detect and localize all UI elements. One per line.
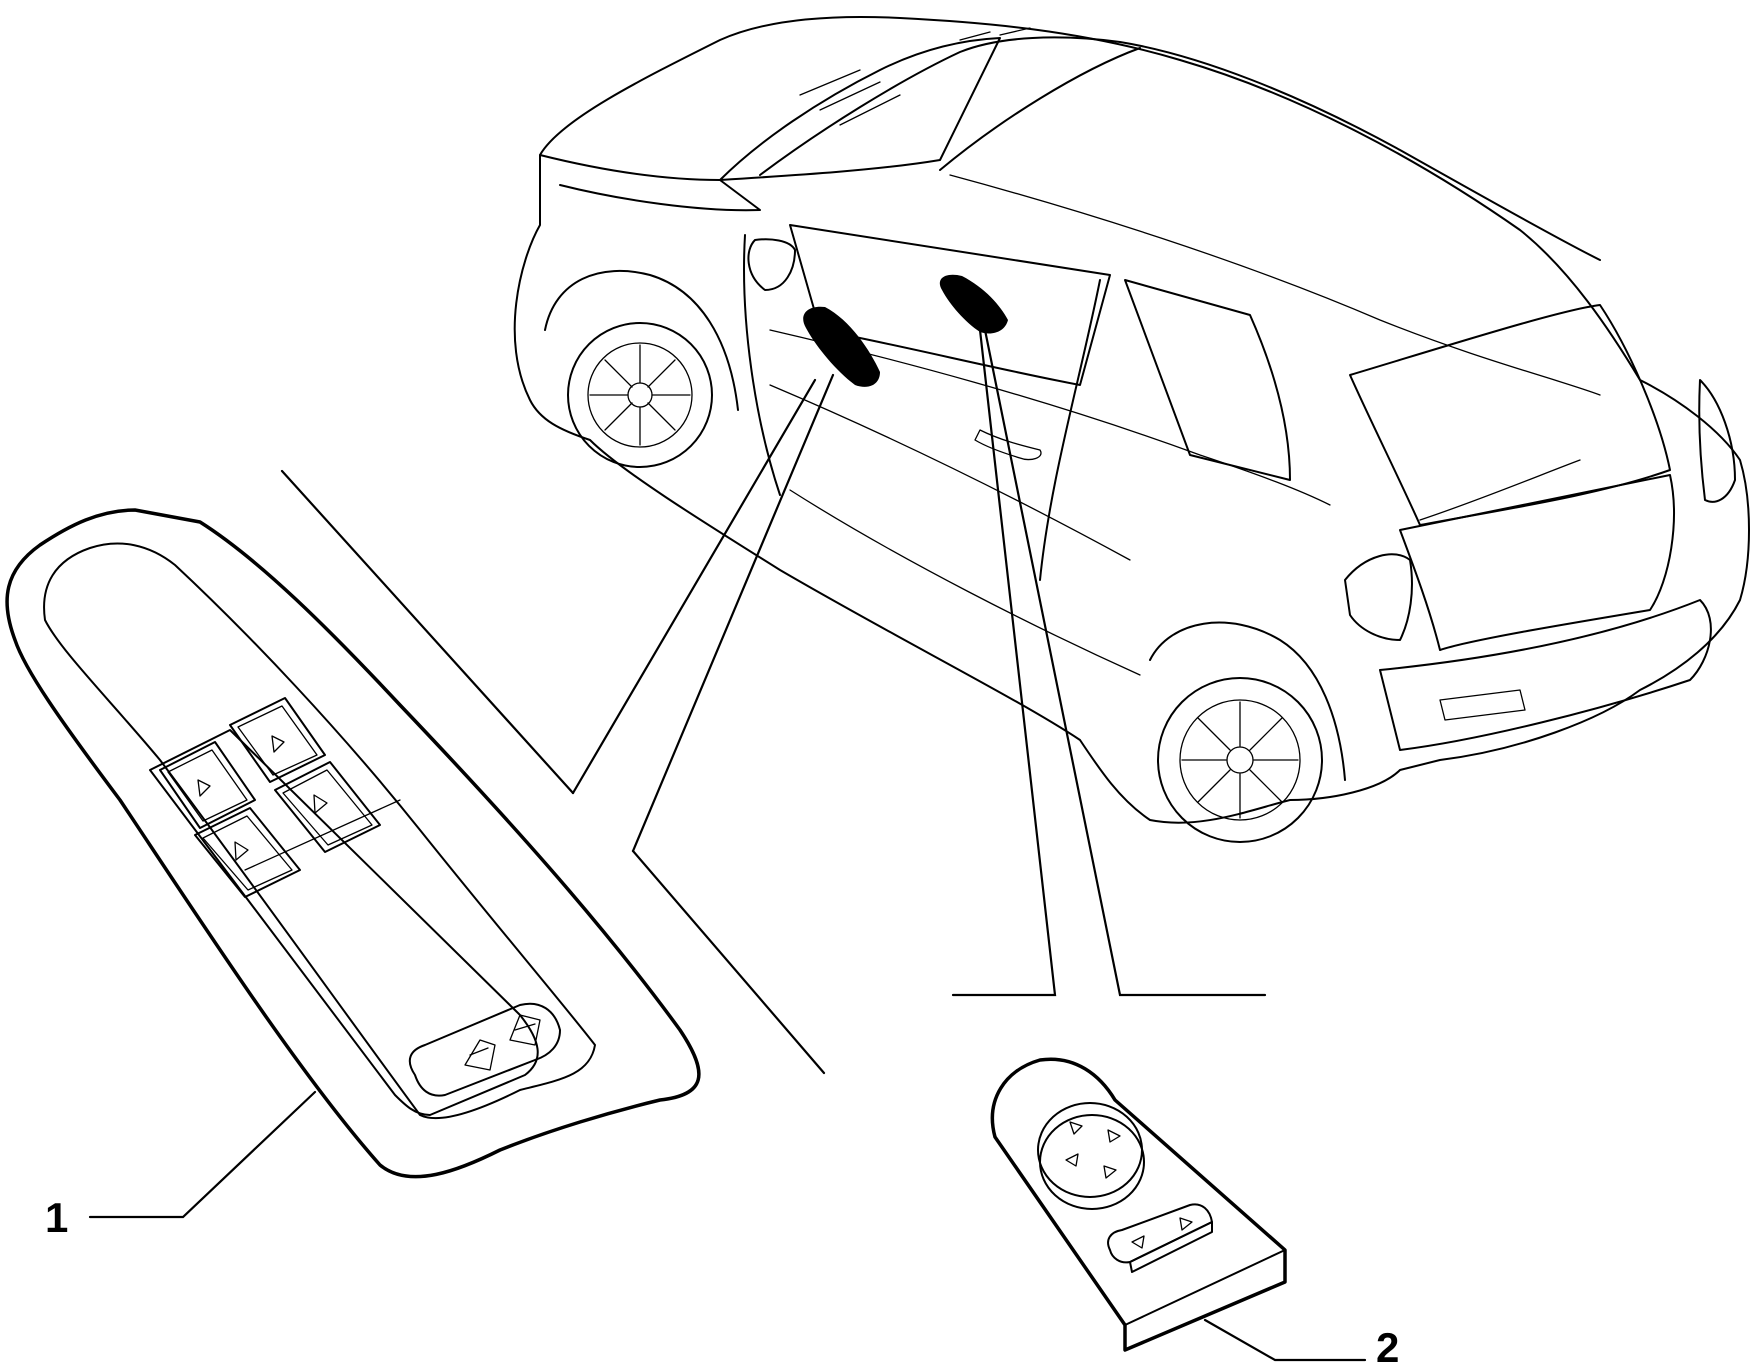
switch-location-mirror xyxy=(939,274,1008,334)
mirror-adjust-switch xyxy=(990,1057,1287,1352)
lock-icon xyxy=(469,1047,489,1056)
window-switch-front-right[interactable] xyxy=(229,697,326,783)
window-switch-panel xyxy=(5,508,701,1179)
leader-panel-guide-a xyxy=(280,469,575,795)
mirror-joystick-knob[interactable] xyxy=(1037,1102,1145,1210)
switch-location-front-door xyxy=(803,306,880,387)
callout-lines xyxy=(280,328,1267,1075)
car-front-wheel xyxy=(567,322,713,468)
car-rear-hub xyxy=(1226,746,1254,774)
panel-switch-tray xyxy=(149,729,539,1116)
car-windshield xyxy=(719,37,1001,181)
up-arrow-icon xyxy=(197,779,211,797)
leader-panel-guide-b xyxy=(631,849,826,1075)
mirror-switch-base-edge xyxy=(994,1136,1126,1351)
panel-tray-divider xyxy=(244,799,401,871)
car-roof-panel xyxy=(949,174,1601,396)
car-front-arch xyxy=(544,269,739,411)
child-lock-button[interactable] xyxy=(464,1039,496,1071)
right-arrow-icon xyxy=(1107,1129,1121,1143)
panel-outer-outline xyxy=(5,508,701,1179)
right-arrow-icon xyxy=(1179,1217,1193,1231)
panel-lock-bezel xyxy=(408,1002,561,1097)
down-arrow-icon xyxy=(234,841,249,861)
leader-mirror-right xyxy=(983,328,1267,997)
car-body-outline xyxy=(513,16,1750,824)
lock-icon xyxy=(514,1023,536,1031)
part-number-1: 1 xyxy=(45,1194,68,1241)
car-rear-spokes xyxy=(1181,701,1299,819)
car-front-spokes xyxy=(589,344,691,446)
window-switch-front-left[interactable] xyxy=(159,741,256,829)
panel-inner-bezel xyxy=(43,542,596,1120)
car-right-tail-light xyxy=(1698,379,1736,503)
part-number-2: 2 xyxy=(1376,1324,1399,1364)
car-rear-arch xyxy=(1149,621,1346,781)
car-tailgate xyxy=(1399,474,1675,651)
window-switch-rear-right[interactable] xyxy=(274,761,381,853)
car-front-rim xyxy=(587,342,693,448)
car-rear-bumper xyxy=(1379,599,1712,751)
car-tail-light xyxy=(1344,553,1413,641)
door-lock-button[interactable] xyxy=(509,1014,541,1046)
up-arrow-icon xyxy=(1069,1121,1083,1135)
down-arrow-icon xyxy=(1103,1165,1117,1179)
mirror-selector-rocker[interactable] xyxy=(1107,1203,1213,1273)
car-door-handle xyxy=(974,429,1042,461)
car-rear-window xyxy=(1349,304,1671,526)
part-labels: 1 2 xyxy=(45,1090,1399,1364)
car-roof-line xyxy=(759,36,1601,261)
left-arrow-icon xyxy=(1065,1153,1079,1167)
down-arrow-icon xyxy=(313,794,328,814)
leader-panel-lower xyxy=(631,373,835,853)
up-arrow-icon xyxy=(271,735,285,753)
car-side-crease xyxy=(769,384,1131,561)
mirror-switch-outline xyxy=(990,1057,1287,1352)
car-rear-door-window xyxy=(1124,279,1291,481)
leader-panel-upper xyxy=(571,378,817,795)
label-2-leader xyxy=(1203,1318,1367,1362)
car-door-line xyxy=(743,234,1101,581)
car-rear-wheel xyxy=(1157,677,1323,843)
window-switch-rear-left[interactable] xyxy=(194,807,301,898)
left-arrow-icon xyxy=(1131,1235,1145,1249)
car-hood xyxy=(539,154,761,212)
car-roof-detail xyxy=(799,27,1031,126)
car-sill-line xyxy=(789,489,1141,676)
leader-mirror-left xyxy=(951,328,1057,997)
car-roof-rail xyxy=(939,47,1141,171)
car-side-mirror xyxy=(747,238,796,291)
mirror-switch-top xyxy=(1124,1249,1286,1326)
car-illustration xyxy=(513,16,1750,843)
label-1-leader xyxy=(88,1090,317,1219)
car-rear-wiper xyxy=(1419,459,1581,521)
car-rear-rim xyxy=(1179,699,1301,821)
car-plate-recess xyxy=(1439,689,1526,721)
